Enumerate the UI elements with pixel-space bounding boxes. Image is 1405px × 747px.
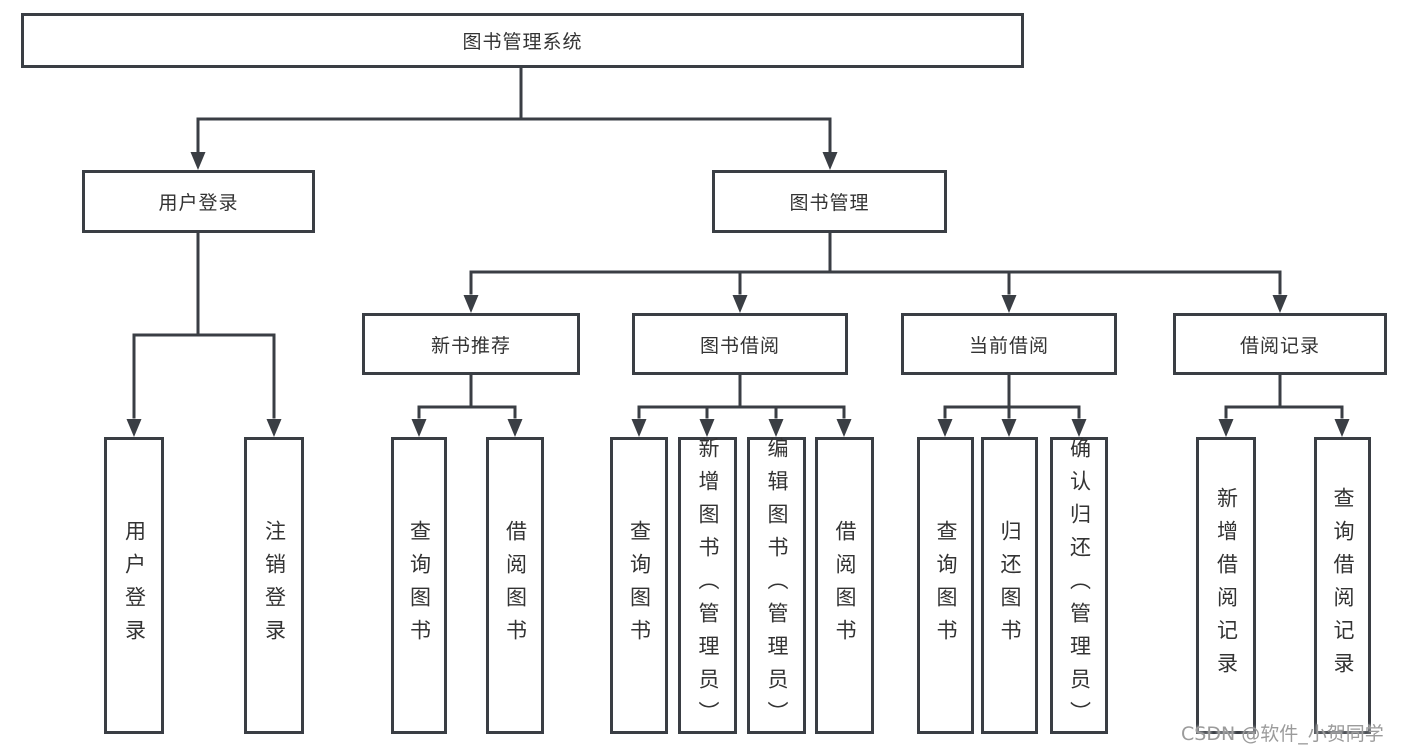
node-library-management-system-label: 图书管理系统 <box>462 31 583 53</box>
leaf-edit-book-admin-label: 编辑图书（管理员） <box>765 437 789 734</box>
leaf-user-login-label: 用户登录 <box>122 519 147 652</box>
leaf-edit-book-admin: 编辑图书（管理员） <box>747 437 806 734</box>
node-new-book-recommend: 新书推荐 <box>362 313 580 375</box>
leaf-return-book-label: 归还图书 <box>998 519 1022 652</box>
leaf-query-books-current-label: 查询图书 <box>934 519 958 652</box>
leaf-confirm-return-admin-label: 确认归还（管理员） <box>1067 437 1092 734</box>
node-user-login-label: 用户登录 <box>158 192 239 214</box>
leaf-query-books-borrowing-label: 查询图书 <box>627 519 652 652</box>
leaf-user-login: 用户登录 <box>104 437 164 734</box>
node-user-login: 用户登录 <box>82 170 315 233</box>
leaf-return-book: 归还图书 <box>981 437 1038 734</box>
node-new-book-recommend-label: 新书推荐 <box>430 334 511 357</box>
node-book-borrowing-label: 图书借阅 <box>699 334 780 357</box>
node-current-borrowing: 当前借阅 <box>901 313 1117 375</box>
leaf-add-borrow-record: 新增借阅记录 <box>1196 437 1256 734</box>
leaf-query-borrow-record-label: 查询借阅记录 <box>1331 486 1355 685</box>
leaf-query-books-recommend: 查询图书 <box>391 437 447 734</box>
leaf-logout: 注销登录 <box>244 437 304 734</box>
node-library-management-system: 图书管理系统 <box>21 13 1024 68</box>
node-book-management: 图书管理 <box>712 170 947 233</box>
leaf-borrow-books-recommend: 借阅图书 <box>486 437 544 734</box>
connector-lines-group <box>132 66 1344 419</box>
node-current-borrowing-label: 当前借阅 <box>968 334 1049 357</box>
leaf-borrow-books-recommend-label: 借阅图书 <box>503 519 528 652</box>
leaf-add-book-admin-label: 新增图书（管理员） <box>696 437 720 734</box>
leaf-query-books-borrowing: 查询图书 <box>610 437 668 734</box>
leaf-confirm-return-admin: 确认归还（管理员） <box>1050 437 1108 734</box>
csdn-watermark: CSDN @软件_小贺同学 <box>1181 723 1384 745</box>
node-book-management-label: 图书管理 <box>789 192 870 214</box>
node-book-borrowing: 图书借阅 <box>632 313 848 375</box>
node-borrow-records: 借阅记录 <box>1173 313 1387 375</box>
leaf-query-borrow-record: 查询借阅记录 <box>1314 437 1371 734</box>
leaf-query-books-recommend-label: 查询图书 <box>407 519 432 652</box>
leaf-borrow-books-borrowing-label: 借阅图书 <box>833 519 857 652</box>
leaf-logout-label: 注销登录 <box>262 519 287 652</box>
leaf-add-borrow-record-label: 新增借阅记录 <box>1214 486 1239 685</box>
leaf-query-books-current: 查询图书 <box>917 437 974 734</box>
leaf-borrow-books-borrowing: 借阅图书 <box>815 437 874 734</box>
node-borrow-records-label: 借阅记录 <box>1239 334 1320 357</box>
leaf-add-book-admin: 新增图书（管理员） <box>678 437 737 734</box>
